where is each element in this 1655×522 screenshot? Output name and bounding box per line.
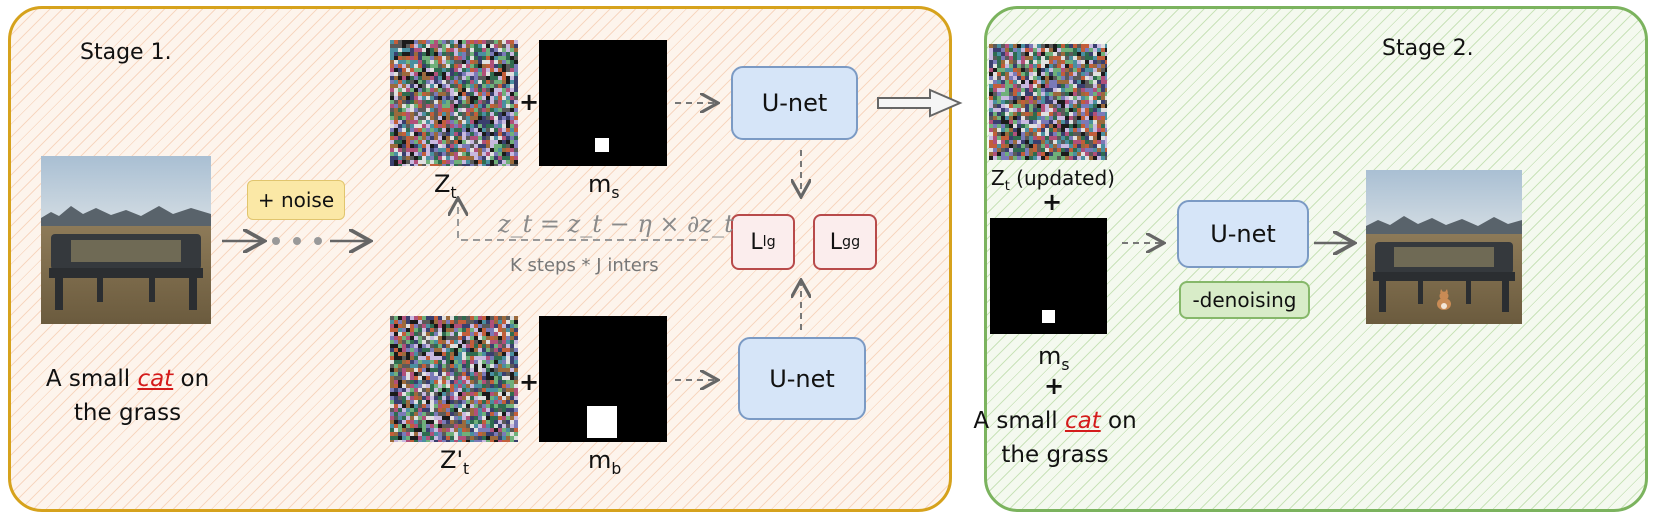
mask-ms bbox=[539, 40, 667, 166]
plus-sign: + bbox=[1042, 188, 1063, 216]
prompt-text-after: on bbox=[180, 366, 210, 392]
prompt-text-before: A small bbox=[45, 366, 131, 392]
denoising-chip: -denoising bbox=[1179, 281, 1310, 319]
label-zt-updated: Zt (updated) bbox=[991, 166, 1115, 194]
label-ms: ms bbox=[588, 170, 620, 202]
hollow-arrow-stage-transition bbox=[877, 88, 963, 118]
mask-ms-hole bbox=[595, 138, 609, 152]
prompt-caption-stage1: A small cat on the grass bbox=[25, 362, 230, 430]
noise-pattern bbox=[989, 44, 1107, 160]
prompt-highlight-cat: cat bbox=[137, 366, 174, 392]
arrow-update-to-zt bbox=[458, 200, 708, 241]
noise-pattern bbox=[390, 316, 518, 442]
noise-latent-zt bbox=[390, 40, 518, 166]
bench-with-cat-photo bbox=[1366, 170, 1522, 324]
label-zt-prime: Z't bbox=[440, 446, 470, 478]
prompt-caption-stage2: A small cat on the grass bbox=[965, 404, 1145, 472]
label-zt: Zt bbox=[434, 170, 457, 202]
mask-ms-stage2 bbox=[990, 218, 1107, 334]
mask-mb bbox=[539, 316, 667, 442]
noise-chip: + noise bbox=[247, 180, 345, 220]
prompt-text-line2: the grass bbox=[1001, 442, 1109, 468]
dot bbox=[272, 237, 280, 245]
stage2-title: Stage 2. bbox=[1382, 36, 1474, 61]
prompt-text-before: A small bbox=[973, 408, 1058, 434]
prompt-text-after: on bbox=[1108, 408, 1137, 434]
label-ms-stage2: ms bbox=[1038, 342, 1070, 374]
dot bbox=[314, 237, 322, 245]
plus-sign: + bbox=[519, 88, 540, 116]
noise-pattern bbox=[390, 40, 518, 166]
unet-block-2: U-net bbox=[738, 337, 866, 420]
mask-ms-stage2-hole bbox=[1042, 310, 1055, 323]
unet-block-1: U-net bbox=[731, 66, 858, 140]
plus-sign: + bbox=[519, 368, 540, 396]
prompt-highlight-cat: cat bbox=[1064, 408, 1101, 434]
label-mb: mb bbox=[588, 446, 622, 478]
stage2-panel bbox=[984, 6, 1648, 512]
mask-mb-hole bbox=[587, 406, 617, 438]
update-formula: z_t = z_t − η × ∂z_t bbox=[498, 210, 734, 238]
prompt-text-line2: the grass bbox=[73, 400, 182, 426]
noise-latent-zt-prime bbox=[390, 316, 518, 442]
bench-photo bbox=[41, 156, 211, 324]
update-steps-label: K steps * J inters bbox=[510, 255, 659, 276]
unet-block-3: U-net bbox=[1177, 200, 1309, 268]
dot bbox=[293, 237, 301, 245]
stage1-title: Stage 1. bbox=[80, 40, 172, 65]
noise-latent-zt-updated bbox=[989, 44, 1107, 160]
plus-sign: + bbox=[1044, 372, 1065, 400]
